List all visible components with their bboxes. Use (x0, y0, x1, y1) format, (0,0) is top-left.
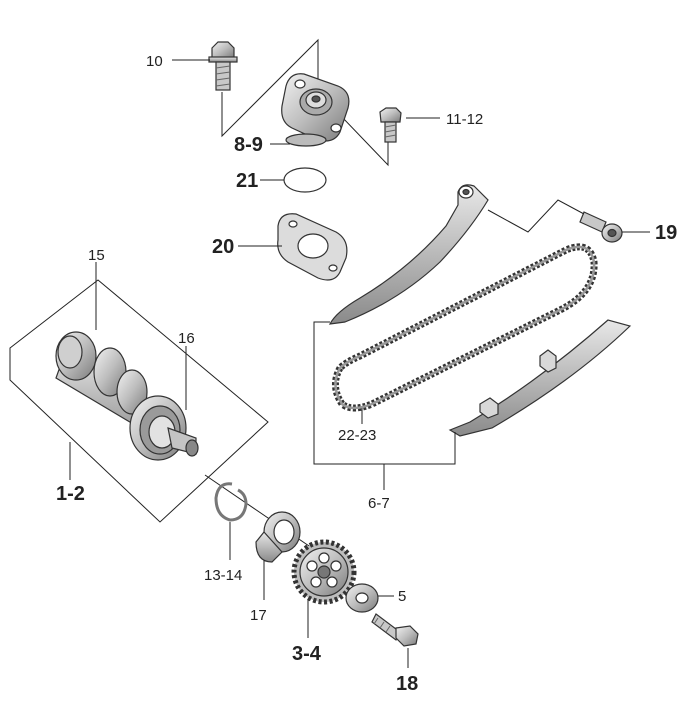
callout-11-12: 11-12 (446, 111, 483, 128)
callout-18: 18 (396, 673, 418, 695)
o-ring-21-part (283, 167, 327, 193)
callout-20: 20 (212, 236, 234, 258)
callout-6-7: 6-7 (368, 495, 390, 512)
callout-5: 5 (398, 588, 406, 605)
camshaft-part (55, 331, 199, 461)
camshaft-bracket (9, 279, 269, 523)
bolt-11-12-part (379, 107, 402, 143)
callout-10: 10 (146, 53, 163, 70)
circlip-13-14-part (214, 482, 248, 522)
callout-15: 15 (88, 247, 105, 264)
chain-slider-part (448, 319, 632, 437)
callout-17: 17 (250, 607, 267, 624)
cam-chain-tensioner-part (281, 73, 350, 147)
bolt-18-part (371, 613, 419, 647)
callout-1-2: 1-2 (56, 483, 85, 505)
washer-5-part (345, 583, 379, 613)
callout-3-4: 3-4 (292, 643, 322, 665)
callout-8-9: 8-9 (234, 134, 263, 156)
cam-chain-22-23-part (332, 243, 598, 412)
pivot-bolt-19-part (579, 211, 623, 243)
spacer-17-part (255, 511, 301, 563)
chain-tensioner-arm-part (328, 184, 489, 325)
callout-22-23: 22-23 (338, 427, 376, 444)
callout-21: 21 (236, 170, 258, 192)
cam-sprocket-3-4-part (291, 539, 357, 605)
slider-bracket (313, 321, 456, 490)
callout-16: 16 (178, 330, 195, 347)
callout-13-14: 13-14 (204, 567, 242, 584)
leader-19-link (487, 199, 585, 233)
bolt-10-part (208, 41, 238, 91)
callout-19: 19 (655, 222, 677, 244)
gasket-20-part (277, 213, 348, 281)
